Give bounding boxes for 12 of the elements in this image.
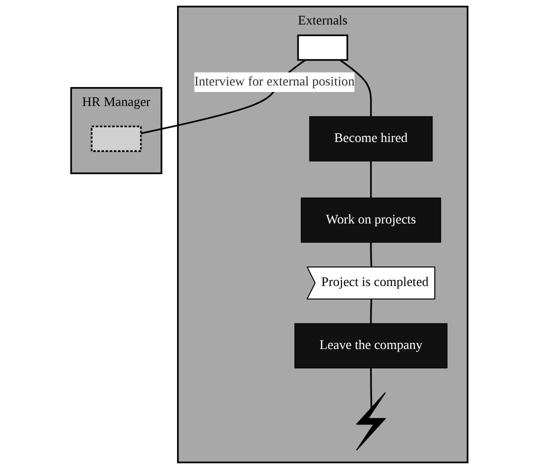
node-box: Leave the company — [294, 323, 448, 368]
edge-label: Interview for external position — [194, 74, 355, 89]
node-box — [297, 34, 348, 61]
connector — [340, 59, 372, 117]
connector — [370, 368, 372, 409]
connector — [370, 161, 372, 198]
node-box — [90, 126, 142, 152]
connector — [370, 299, 372, 324]
node-box: Work on projects — [300, 198, 442, 243]
connector — [370, 242, 372, 268]
node-box: Become hired — [309, 116, 433, 162]
cluster: HR Manager — [70, 87, 162, 174]
